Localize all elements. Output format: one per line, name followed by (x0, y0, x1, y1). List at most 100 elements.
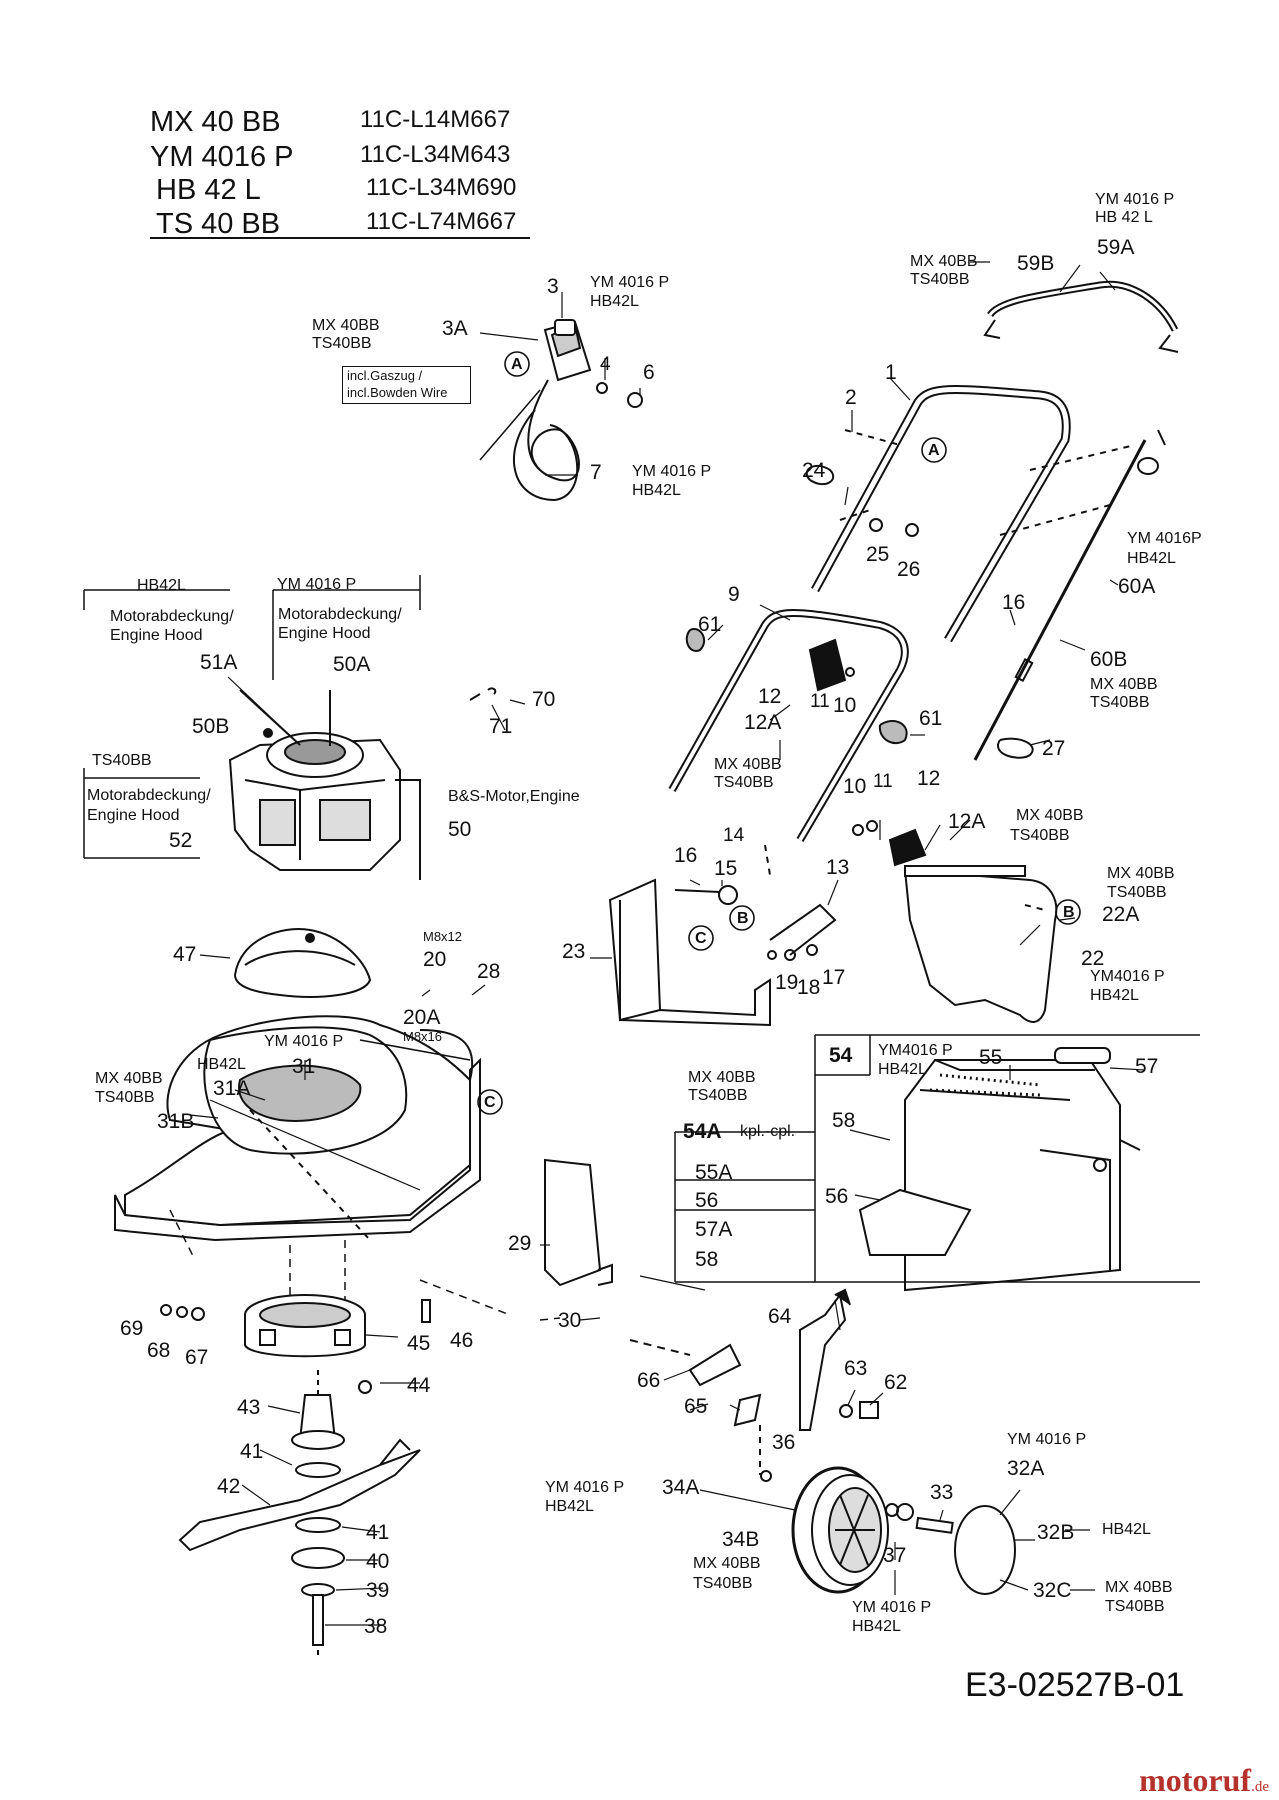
part-number: 56 (825, 1185, 849, 1208)
part-number: 62 (884, 1371, 908, 1394)
part-number: 36 (772, 1431, 796, 1454)
model-note: TS40BB (693, 1575, 753, 1592)
part-number: 37 (883, 1544, 907, 1567)
model-name: TS 40 BB (156, 208, 281, 240)
model-note: HB42L (632, 482, 681, 499)
part-number: 59B (1017, 252, 1055, 275)
hood-label: Engine Hood (110, 627, 203, 644)
hood-label: Engine Hood (278, 625, 371, 642)
model-note: TS40BB (92, 752, 152, 769)
model-name: HB 42 L (156, 174, 261, 206)
model-name: MX 40 BB (150, 106, 281, 138)
part-number: 31 (292, 1055, 316, 1078)
part-number: 13 (826, 856, 850, 879)
part-number: 47 (173, 943, 197, 966)
rear-flap-frame (608, 844, 837, 1027)
part-number: 40 (366, 1550, 390, 1573)
part-number: 32B (1037, 1521, 1075, 1544)
part-number: 57 (1135, 1055, 1159, 1078)
part-number: 59A (1097, 236, 1135, 259)
part-number: 18 (797, 976, 821, 999)
model-note: HB42L (590, 293, 639, 310)
brand-tld: .de (1251, 1779, 1269, 1795)
part-number: 69 (120, 1317, 144, 1340)
model-note: MX 40BB (1105, 1579, 1173, 1596)
part-number: 3 (547, 275, 559, 298)
part-number: 12A (744, 711, 782, 734)
part-number: 16 (1002, 591, 1026, 614)
part-number: 3A (442, 317, 468, 340)
grass-catcher (858, 1047, 1141, 1292)
part-number: 58 (832, 1109, 856, 1132)
model-note: YM 4016 P (852, 1599, 932, 1616)
starter-rope (973, 429, 1166, 761)
rear-flap (903, 865, 1058, 1023)
part-number: 12 (917, 767, 941, 790)
callout-letter: B (737, 910, 749, 927)
model-note: TS40BB (312, 335, 372, 352)
engine (228, 689, 421, 880)
part-number: 9 (728, 583, 740, 606)
model-note: MX 40BB (688, 1069, 756, 1086)
deflector-plate (544, 1158, 602, 1287)
part-number: 32A (1007, 1457, 1045, 1480)
part-number: 10 (833, 694, 857, 717)
size-note: M8x16 (403, 1029, 443, 1044)
callout-letter: A (511, 356, 523, 373)
part-number: 60A (1118, 575, 1156, 598)
model-note: YM 4016 P (1095, 191, 1175, 208)
throttle-lever (479, 319, 643, 502)
model-note: MX 40BB (312, 317, 380, 334)
part-number: 56 (695, 1189, 719, 1212)
part-number: 42 (217, 1475, 241, 1498)
model-note: MX 40BB (1016, 807, 1084, 824)
callout-letter: A (928, 442, 940, 459)
part-number: 61 (919, 707, 943, 730)
part-number: 6 (643, 361, 655, 384)
leader-lines (189, 261, 1146, 1626)
model-note: TS40BB (1010, 827, 1070, 844)
model-note: TS40BB (714, 774, 774, 791)
part-number: 7 (590, 461, 602, 484)
part-number: 67 (185, 1346, 209, 1369)
part-number: 50B (192, 715, 230, 738)
mower-deck (114, 1015, 481, 1242)
part-number: 70 (532, 688, 556, 711)
part-number: 44 (407, 1374, 431, 1397)
model-note: YM 4016 P (1007, 1431, 1087, 1448)
part-number: 27 (1042, 737, 1066, 760)
part-number: 41 (240, 1440, 264, 1463)
brand-name: motoruf (1139, 1762, 1252, 1798)
part-number: 11 (873, 771, 893, 792)
blade-assembly (178, 1299, 431, 1660)
part-number: 64 (768, 1305, 792, 1328)
note-text: incl.Gaszug / (347, 368, 423, 383)
model-note: TS40BB (1090, 694, 1150, 711)
part-number: 71 (489, 715, 513, 738)
note-text: incl.Bowden Wire (347, 385, 448, 400)
model-note: MX 40BB (1107, 865, 1175, 882)
wheel-assembly (629, 1288, 1016, 1595)
model-note: MX 40BB (95, 1070, 163, 1087)
part-number: 30 (558, 1309, 582, 1332)
part-number: 45 (407, 1332, 431, 1355)
brand-logo: motoruf.de (1139, 1762, 1269, 1799)
part-number: 65 (684, 1395, 708, 1418)
part-number: 12 (758, 685, 782, 708)
fan-housing (244, 1294, 366, 1358)
callout-circles (477, 351, 1081, 1115)
model-note: HB42L (197, 1056, 246, 1073)
model-note: TS40BB (1105, 1598, 1165, 1615)
part-number: 22A (1102, 903, 1140, 926)
callout-letter: C (695, 930, 707, 947)
part-number: 68 (147, 1339, 171, 1362)
part-number: 39 (366, 1579, 390, 1602)
callout-letter: C (484, 1094, 496, 1111)
part-number: 31A (213, 1077, 251, 1100)
model-note: HB42L (1102, 1521, 1151, 1538)
model-note: MX 40BB (693, 1555, 761, 1572)
part-number: 17 (822, 966, 846, 989)
part-number: 28 (477, 960, 501, 983)
